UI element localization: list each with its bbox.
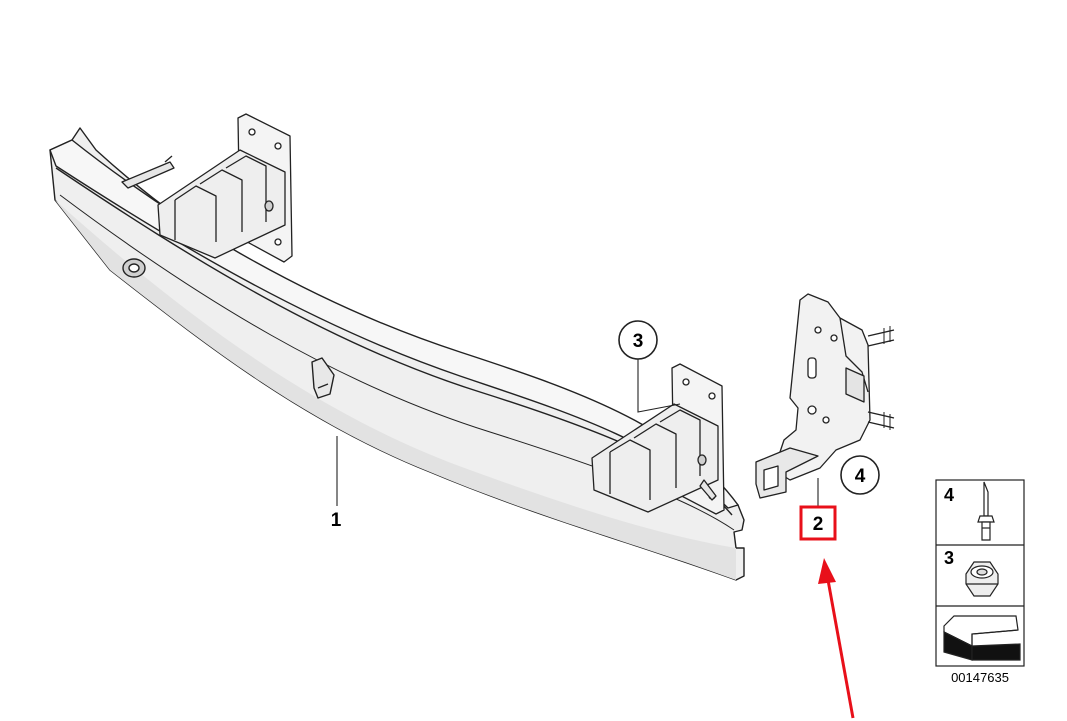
fastener-legend: 4 3 xyxy=(935,479,1025,667)
callout-1-label: 1 xyxy=(331,510,342,531)
crash-box-left xyxy=(121,113,293,263)
legend-row-4: 4 xyxy=(944,481,995,541)
rivet-stud-icon xyxy=(977,481,995,541)
callout-4: 4 xyxy=(840,455,880,495)
crash-box-right xyxy=(591,363,725,515)
hex-nut-icon xyxy=(965,561,999,597)
callout-3: 3 xyxy=(618,320,658,360)
callout-1: 1 xyxy=(331,510,342,531)
bracket-part-2 xyxy=(755,293,895,499)
reference-arrow-icon xyxy=(943,615,1021,661)
legend-row-3: 3 xyxy=(944,548,999,597)
callout-2-highlighted: 2 xyxy=(799,505,837,541)
callout-4-label: 4 xyxy=(855,466,866,487)
leader-lines xyxy=(336,358,819,506)
leader-line-3 xyxy=(637,358,681,413)
legend-row-3-label: 3 xyxy=(944,548,954,568)
legend-row-reference xyxy=(943,615,1021,661)
callout-3-label: 3 xyxy=(633,331,644,352)
catalog-number: 00147635 xyxy=(951,670,1009,685)
legend-row-4-label: 4 xyxy=(944,485,954,505)
red-pointer-arrow-icon xyxy=(818,558,855,719)
callout-2-label: 2 xyxy=(813,514,824,535)
highlight-box xyxy=(799,505,837,541)
